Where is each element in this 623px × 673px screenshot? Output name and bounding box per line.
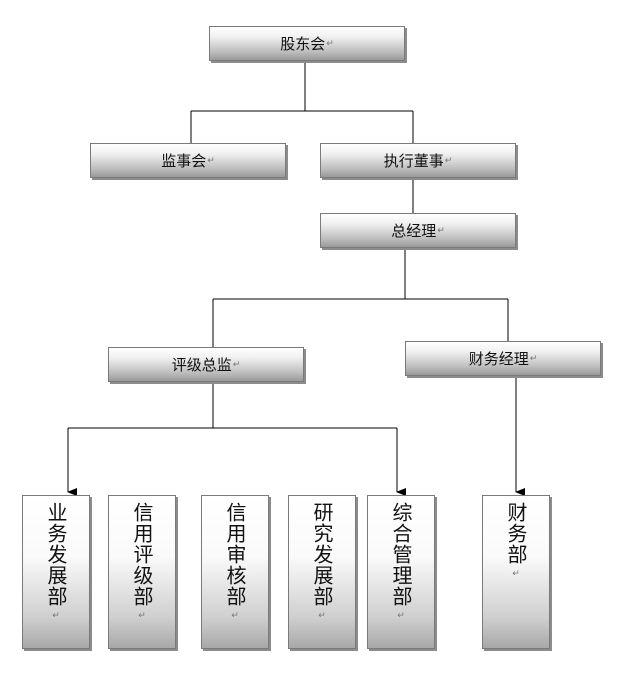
dept-finance: 财务部 ↵	[482, 495, 550, 649]
dept-credit-rating: 信用评级部 ↵	[108, 495, 176, 649]
paragraph-mark: ↵	[512, 569, 520, 579]
box-label: 股东会	[280, 35, 326, 53]
box-label: 总经理	[391, 222, 437, 240]
dept-business-development: 业务发展部 ↵	[22, 495, 90, 649]
paragraph-mark: ↵	[529, 353, 538, 364]
box-rating-director: 评级总监↵	[108, 347, 304, 382]
box-supervisory-board: 监事会↵	[90, 143, 286, 178]
paragraph-mark: ↵	[207, 155, 215, 166]
dept-label: 综合管理部	[389, 502, 413, 607]
box-label: 监事会	[161, 152, 207, 170]
paragraph-mark: ↵	[52, 611, 60, 621]
paragraph-mark: ↵	[232, 359, 241, 370]
paragraph-mark: ↵	[138, 611, 146, 621]
dept-credit-review: 信用审核部 ↵	[201, 495, 269, 649]
box-executive-director: 执行董事↵	[320, 143, 516, 178]
box-label: 财务经理	[468, 350, 529, 368]
dept-label: 研究发展部	[310, 502, 334, 607]
box-shareholders-meeting: 股东会↵	[209, 26, 405, 61]
dept-general-administration: 综合管理部 ↵	[367, 495, 435, 649]
dept-label: 信用评级部	[130, 502, 154, 607]
dept-label: 信用审核部	[223, 502, 247, 607]
paragraph-mark: ↵	[326, 38, 334, 49]
box-finance-manager: 财务经理↵	[405, 341, 601, 376]
paragraph-mark: ↵	[318, 611, 326, 621]
paragraph-mark: ↵	[231, 611, 239, 621]
paragraph-mark: ↵	[444, 155, 453, 166]
dept-label: 业务发展部	[44, 502, 68, 607]
paragraph-mark: ↵	[397, 611, 405, 621]
box-label: 评级总监	[171, 356, 232, 374]
paragraph-mark: ↵	[437, 225, 445, 236]
box-label: 执行董事	[383, 152, 444, 170]
dept-label: 财务部	[504, 502, 528, 565]
dept-research-development: 研究发展部 ↵	[288, 495, 356, 649]
box-general-manager: 总经理↵	[320, 213, 516, 248]
